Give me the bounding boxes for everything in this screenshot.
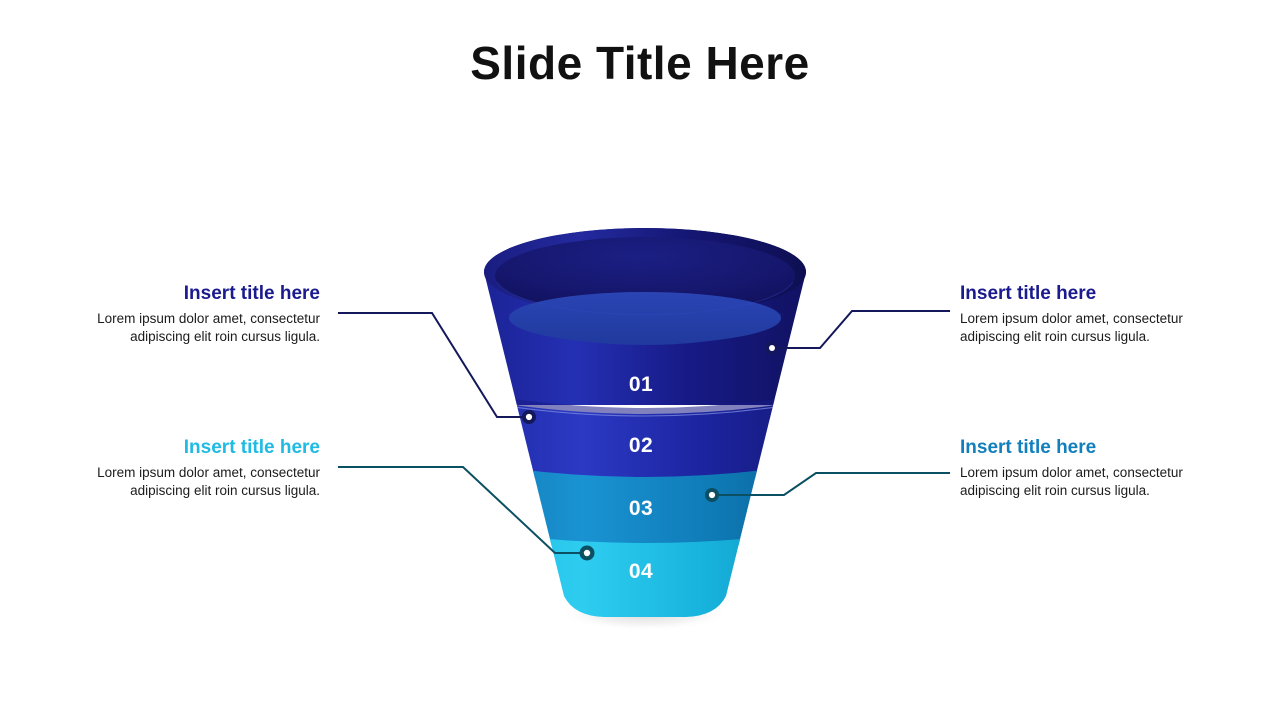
segment-number-01: 01: [629, 373, 653, 396]
connector-marker-outer[interactable]: [579, 545, 595, 561]
connector-marker-outer[interactable]: [705, 488, 719, 502]
callout-body: Lorem ipsum dolor amet, consectetur adip…: [960, 310, 1183, 345]
segment-number-04: 04: [629, 560, 653, 583]
connector-marker-inner: [769, 345, 775, 351]
connector-bottom-right: [705, 472, 950, 502]
funnel-rim: [484, 228, 806, 316]
funnel-rim-highlight: [496, 281, 794, 316]
funnel-segment-01[interactable]: [470, 255, 820, 428]
callout-body: Lorem ipsum dolor amet, consectetur adip…: [97, 310, 320, 345]
callout-title: Insert title here: [960, 283, 1097, 304]
segment-number-02: 02: [629, 434, 653, 457]
connector-marker-inner: [525, 413, 533, 421]
callout-bottom-right[interactable]: Insert title here Lorem ipsum dolor amet…: [960, 436, 1190, 501]
callout-title: Insert title here: [183, 437, 320, 458]
callout-top-left[interactable]: Insert title here Lorem ipsum dolor amet…: [90, 282, 320, 347]
connector-line: [338, 312, 529, 418]
funnel-segment-02[interactable]: [470, 398, 820, 485]
callout-bottom-left[interactable]: Insert title here Lorem ipsum dolor amet…: [90, 436, 320, 501]
callout-top-right[interactable]: Insert title here Lorem ipsum dolor amet…: [960, 282, 1190, 347]
callout-body: Lorem ipsum dolor amet, consectetur adip…: [960, 464, 1183, 499]
connector-top-left: [338, 312, 536, 424]
page-title: Slide Title Here: [470, 37, 810, 89]
connector-bottom-left: [338, 466, 595, 561]
funnel-cavity-pool: [509, 292, 781, 344]
callout-body: Lorem ipsum dolor amet, consectetur adip…: [97, 464, 320, 499]
connector-line: [772, 310, 950, 349]
segment-number-03: 03: [629, 497, 653, 520]
funnel-body: [470, 255, 820, 640]
connector-line: [338, 466, 587, 554]
callout-title: Insert title here: [960, 437, 1097, 458]
funnel-segment-04[interactable]: [470, 530, 820, 640]
funnel-rim-top-ellipse: [484, 228, 806, 316]
funnel-cavity-floor: [509, 311, 781, 345]
connector-marker-outer[interactable]: [522, 410, 536, 424]
connector-marker-inner: [583, 549, 591, 557]
connector-top-right: [765, 310, 950, 355]
connector-marker-outer[interactable]: [765, 341, 779, 355]
connector-line: [712, 472, 950, 496]
funnel-segment-03[interactable]: [470, 462, 820, 549]
connector-marker-inner: [708, 491, 716, 499]
funnel-shadow: [559, 597, 731, 631]
callout-title: Insert title here: [183, 283, 320, 304]
funnel-cavity: [495, 237, 795, 315]
